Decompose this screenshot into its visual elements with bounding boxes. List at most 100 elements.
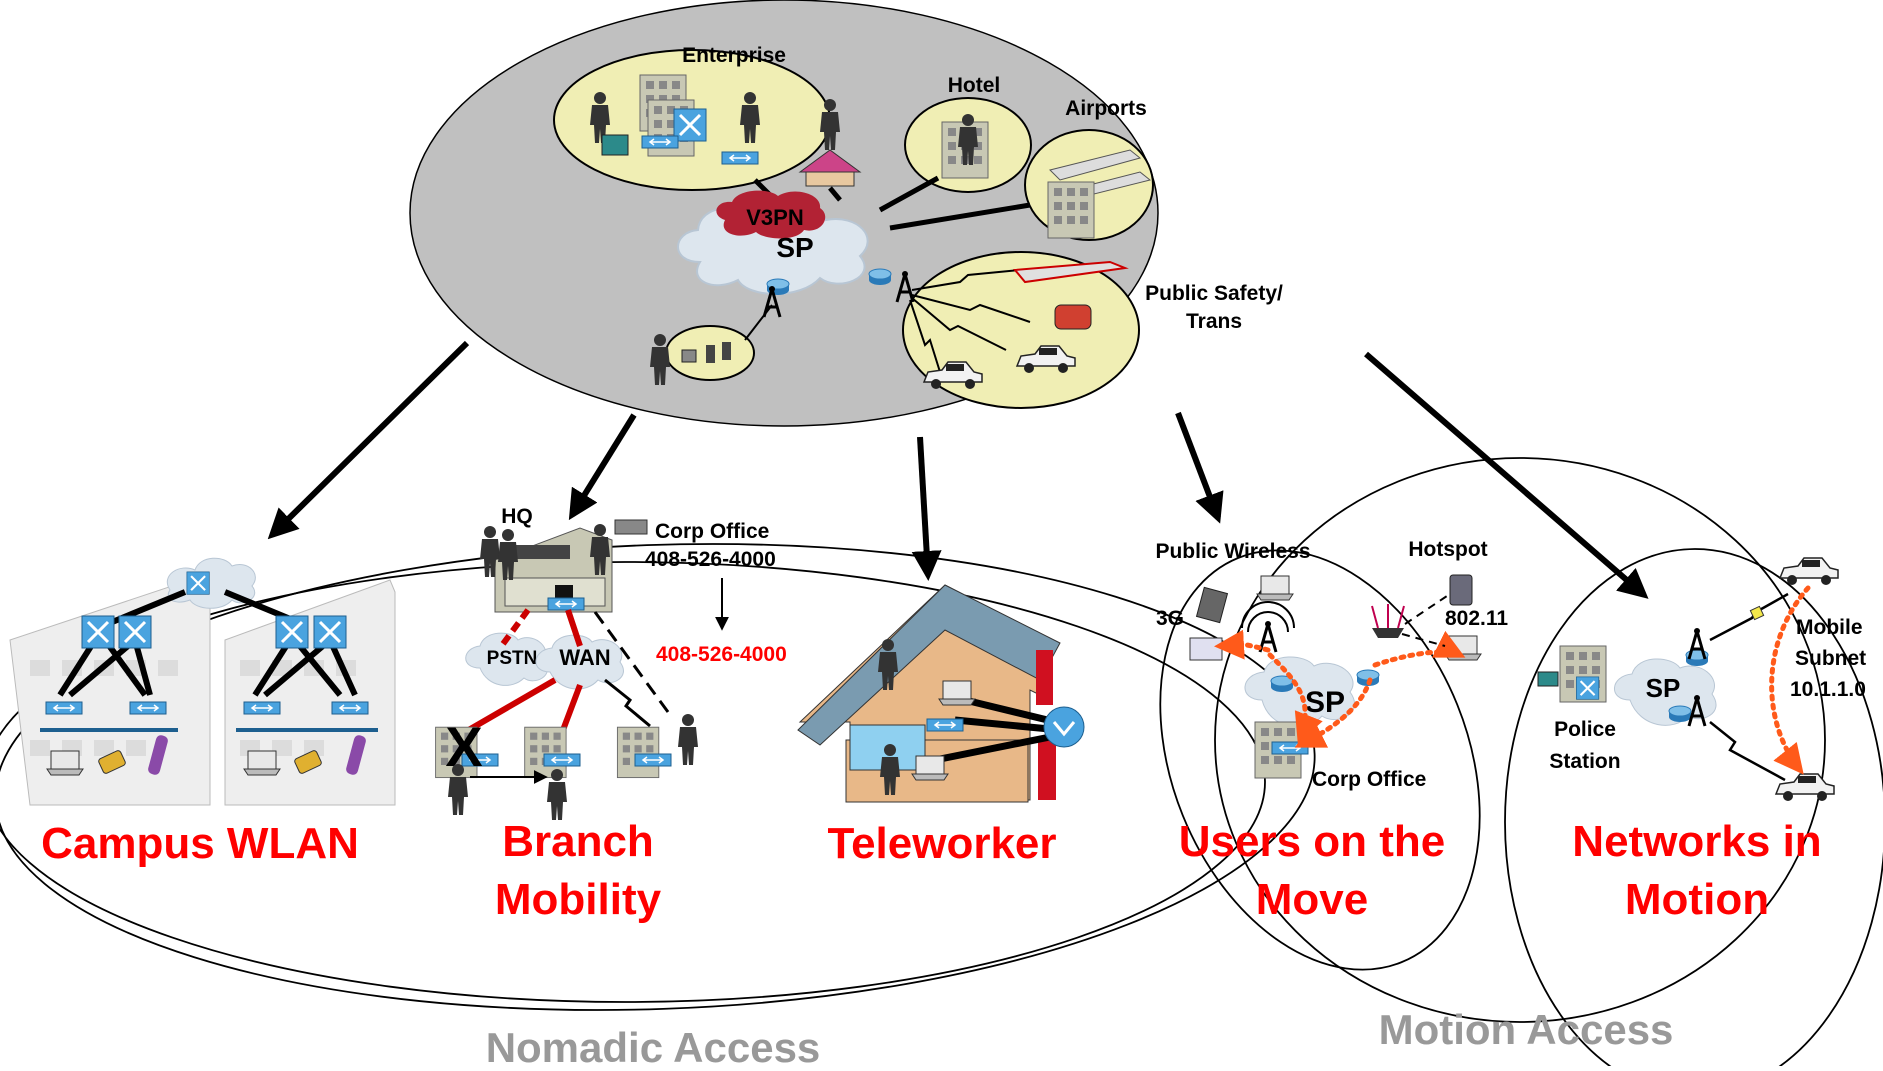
top-sp-label: SP [776, 232, 813, 263]
teleworker-links [934, 696, 1061, 764]
users-on-move-title-2: Move [1256, 875, 1368, 924]
hotspot-access-point-icon [1371, 604, 1405, 638]
v3pn-label: V3PN [746, 205, 803, 230]
branch-user-icon [678, 714, 698, 765]
3g-label: 3G [1156, 607, 1184, 630]
campus-laptop-icon [46, 750, 84, 776]
firewall-icon [1036, 650, 1053, 705]
campus-uplinks [57, 589, 358, 698]
users-on-move-title-1: Users on the [1179, 817, 1446, 866]
hq-building-icon [494, 527, 613, 613]
users-tunnels [1214, 629, 1466, 748]
networks-router-bottom-icon [1668, 705, 1692, 723]
failed-branch-mark: X [445, 715, 482, 778]
branch-switch-2-icon [543, 753, 581, 767]
public-wireless-laptop-icon [1256, 575, 1294, 601]
hotspot-label: Hotspot [1408, 538, 1487, 561]
campus-dist-switch-1-icon [80, 614, 116, 650]
wan-label: WAN [559, 645, 610, 670]
3g-tablet-icon [1195, 586, 1229, 624]
enterprise-core-switch-icon [672, 107, 708, 143]
teleworker-pc-2-icon [911, 755, 949, 781]
branch-black-links [593, 611, 670, 728]
nomadic-access-label: Nomadic Access [486, 1024, 821, 1066]
mobile-subnet-label-1: Mobile [1796, 616, 1863, 639]
corp-office-label: Corp Office [655, 520, 769, 543]
users-sp-label: SP [1305, 686, 1345, 719]
arrow-to-campus [267, 340, 470, 540]
enterprise-switch-icon [641, 135, 679, 149]
ip-phone-icon [614, 519, 648, 535]
phone-icon [706, 345, 715, 363]
arrow-to-teleworker [911, 436, 942, 581]
enterprise-label: Enterprise [682, 44, 786, 67]
enterprise-switch-2-icon [721, 151, 759, 165]
users-on-move-group: Public Wireless Hotspot 3G 802.11 SP Cor… [1155, 538, 1508, 924]
users-wireless-links [1401, 593, 1451, 647]
branch-mobility-group: HQ Corp Office 408-526-4000 408-526-4000… [435, 505, 787, 924]
campus-dist-switch-4-icon [312, 614, 348, 650]
mobile-router-icon [1749, 605, 1765, 621]
branch-mobility-title-1: Branch [502, 817, 654, 866]
campus-pda-2-icon [294, 750, 322, 774]
police-car-bottom-icon [1775, 773, 1835, 802]
mobile-subnet-label-3: 10.1.1.0 [1790, 678, 1866, 701]
arrow-to-users [1175, 411, 1224, 524]
campus-wifi-phone-icon [148, 735, 168, 775]
networks-radio-links [1709, 592, 1789, 782]
bus-icon [1054, 304, 1092, 330]
laptop-small-icon [681, 349, 697, 363]
campus-dist-switch-2-icon [117, 614, 153, 650]
mobile-user-icons [650, 334, 731, 385]
branch-office-3-icon [616, 726, 660, 779]
arrow-to-branch [568, 413, 637, 521]
teleworker-title: Teleworker [827, 819, 1056, 868]
campus-cloud-core-icon [185, 570, 211, 596]
top-links [753, 175, 1031, 231]
users-corp-office-label: Corp Office [1312, 768, 1426, 791]
branch-switch-3-icon [634, 753, 672, 767]
public-safety-icons: Public Safety/ Trans [923, 260, 1283, 390]
arrow-to-networks [1364, 351, 1649, 599]
hotspot-laptop-icon [1444, 635, 1482, 661]
campus-laptop-2-icon [243, 750, 281, 776]
police-station-label-1: Police [1554, 718, 1616, 741]
public-wireless-label: Public Wireless [1155, 540, 1310, 563]
sp-router-right-icon [868, 268, 892, 286]
enterprise-home-icon [805, 171, 855, 187]
pstn-label: PSTN [487, 648, 538, 669]
nomadic-outer-ellipse [0, 543, 1316, 1011]
corp-office-number: 408-526-4000 [645, 548, 776, 571]
sp-cloud: V3PN SP [677, 190, 915, 319]
teleworker-ip-phone-icon [926, 718, 964, 732]
networks-in-motion-group: Police Station SP Mobile Subnet 10.1.1.0… [1537, 557, 1866, 924]
users-move-ellipse [1159, 549, 1481, 971]
campus-wlan-title: Campus WLAN [41, 819, 359, 868]
campus-access-switch-2-icon [129, 701, 167, 715]
down-arrows [267, 340, 1649, 599]
nomadic-inner-ellipse [0, 561, 1266, 1003]
police-station-server-icon [1537, 671, 1559, 687]
branch-mobility-title-2: Mobility [495, 875, 662, 924]
campus-access-switch-1-icon [45, 701, 83, 715]
802-11-label: 802.11 [1445, 607, 1508, 630]
hotel-icons: Hotel [941, 74, 1001, 179]
motion-outer-ellipse [1214, 457, 1826, 1023]
campus-dist-switch-3-icon [274, 614, 310, 650]
hotel-label: Hotel [948, 74, 1001, 97]
police-station-switch-icon [1575, 675, 1600, 701]
networks-sp-cloud [1614, 658, 1717, 726]
lower-outlines [0, 457, 1883, 1071]
mobile-subnet-handoff [1769, 585, 1811, 775]
hq-router-icon [547, 597, 585, 611]
public-safety-label-2: Trans [1186, 310, 1242, 333]
forwarded-number: 408-526-4000 [656, 643, 787, 666]
teleworker-group: Teleworker [797, 584, 1085, 868]
networks-sp-label: SP [1646, 673, 1681, 703]
3g-laptop-icon [1189, 637, 1223, 661]
hq-label: HQ [501, 505, 533, 528]
airports-label: Airports [1065, 97, 1147, 120]
networks-in-motion-title-1: Networks in [1572, 817, 1821, 866]
